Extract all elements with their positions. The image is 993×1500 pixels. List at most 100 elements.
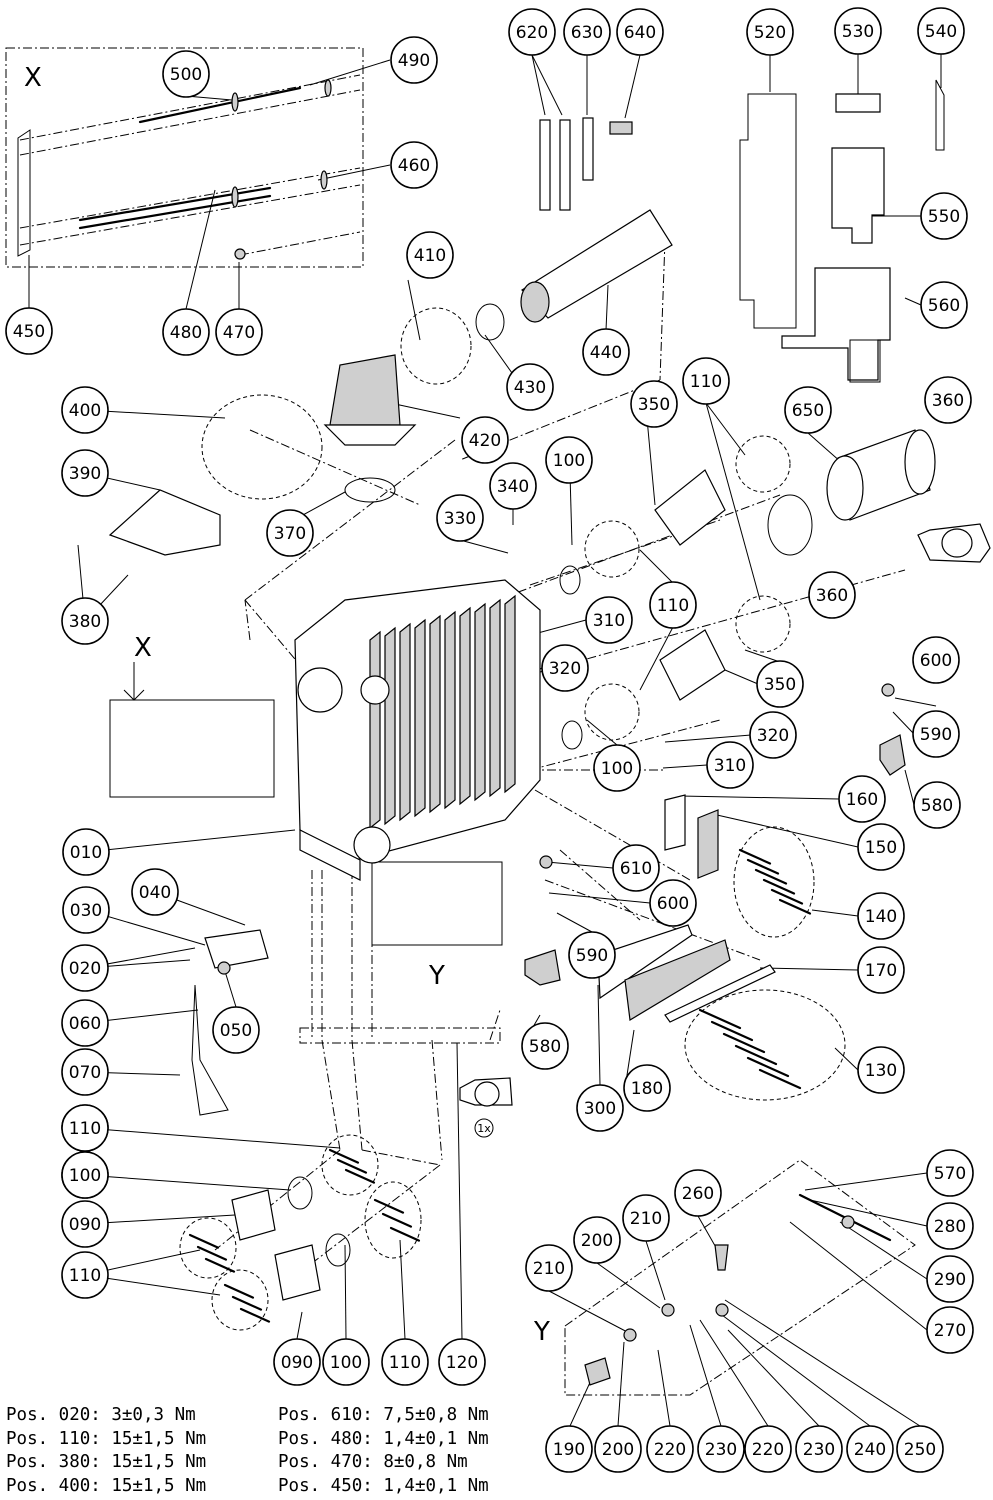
torque-spec: Pos. 020: 3±0,3 Nm	[6, 1405, 196, 1425]
callout-circle	[706, 741, 754, 789]
callout-circle	[649, 581, 697, 629]
part-drawings	[17, 79, 991, 1386]
bolt-group	[321, 1134, 379, 1196]
bolt	[336, 1158, 368, 1174]
callout-balloon: 520	[746, 8, 794, 56]
torque-spec: Pos. 380: 15±1,5 Nm	[6, 1452, 207, 1472]
callout-balloon: 560	[920, 281, 968, 329]
callout-circle	[381, 1338, 429, 1386]
callout-number: 260	[682, 1184, 714, 1204]
drawing-stroke	[935, 79, 945, 151]
assembly-line	[459, 379, 661, 461]
callout-number: 230	[705, 1440, 737, 1460]
callout-balloon: 580	[913, 781, 961, 829]
callout-number: 200	[581, 1231, 613, 1251]
callout-circle	[622, 1194, 670, 1242]
drawing-stroke	[204, 929, 269, 969]
drawing-stroke	[459, 606, 471, 806]
callout-number: 340	[497, 477, 529, 497]
callout-circle	[61, 1048, 109, 1096]
callout-circle	[749, 711, 797, 759]
callout-balloon: 150	[857, 823, 905, 871]
callout-circle	[838, 775, 886, 823]
callout-balloon: 580	[521, 1022, 569, 1070]
callout-balloon: 280	[926, 1202, 974, 1250]
leader-line	[84, 1174, 291, 1191]
callout-balloon: 420	[461, 416, 509, 464]
drawing-stroke	[191, 984, 229, 1116]
leader-line	[617, 1341, 625, 1427]
callout-circle	[545, 436, 593, 484]
sensor	[582, 117, 594, 181]
callout-balloon: 290	[926, 1255, 974, 1303]
callout-balloon: 060	[61, 999, 109, 1047]
leader-line	[344, 1244, 347, 1340]
callout-number: 460	[398, 156, 430, 176]
leader-line	[624, 54, 641, 119]
bolt	[328, 1148, 360, 1164]
clip	[324, 79, 332, 97]
count-mark-circle	[474, 1118, 494, 1138]
callout-circle	[926, 1255, 974, 1303]
callout-circle	[461, 416, 509, 464]
callout-number: 020	[69, 959, 101, 979]
bolt	[734, 1044, 778, 1066]
callout-circle	[917, 7, 965, 55]
assembly-line	[214, 1149, 341, 1251]
gasket-360	[767, 494, 813, 556]
bolt	[344, 1168, 376, 1184]
callout-circle	[834, 7, 882, 55]
callout-number: 490	[398, 51, 430, 71]
callout-number: 240	[854, 1440, 886, 1460]
callout-circle	[612, 844, 660, 892]
bolt-group	[400, 307, 472, 385]
callout-circle	[506, 363, 554, 411]
assembly-line	[351, 1039, 363, 1151]
drawing-stroke	[624, 939, 731, 1021]
callout-balloon: 130	[857, 1046, 905, 1094]
callout-circle	[438, 1338, 486, 1386]
assembly-line	[534, 789, 691, 881]
callout-circle	[630, 380, 678, 428]
bolt	[770, 888, 804, 905]
leader-line	[679, 795, 840, 800]
callout-number: 350	[638, 395, 670, 415]
callout-number: 150	[865, 838, 897, 858]
callout-circle	[61, 597, 109, 645]
callout-balloon: 100	[545, 436, 593, 484]
callout-circle	[508, 8, 556, 56]
callout-circle	[162, 308, 210, 356]
callout-balloon: 600	[912, 636, 960, 684]
leader-line	[531, 54, 563, 116]
callout-circle	[896, 1425, 944, 1473]
bolt-group	[201, 394, 323, 500]
callout-number: 220	[654, 1440, 686, 1460]
bolt	[381, 1212, 413, 1228]
callout-balloon: 170	[857, 946, 905, 994]
callout-number: 330	[444, 509, 476, 529]
callout-number: 320	[757, 726, 789, 746]
callout-balloon: 440	[582, 328, 630, 376]
callout-balloon: 090	[61, 1200, 109, 1248]
callout-circle	[697, 1425, 745, 1473]
callout-circle	[489, 462, 537, 510]
assembly-line	[529, 719, 721, 771]
drawing-stroke	[329, 354, 401, 426]
callout-circle	[322, 1338, 370, 1386]
drawing-stroke	[108, 489, 221, 556]
drawing-stroke	[371, 861, 503, 946]
leader-line	[586, 719, 618, 746]
assembly-line	[19, 89, 361, 156]
assembly-line	[489, 1009, 501, 1041]
callout-number: 110	[690, 372, 722, 392]
leader-line	[662, 764, 708, 769]
leader-lines	[5, 47, 942, 1427]
callout-balloon: 350	[756, 660, 804, 708]
callout-number: 540	[925, 22, 957, 42]
callout-balloon: 100	[322, 1338, 370, 1386]
drawing-stroke	[835, 93, 881, 113]
callout-circle	[273, 1338, 321, 1386]
callout-balloon: 020	[61, 944, 109, 992]
callout-balloon: 310	[706, 741, 754, 789]
